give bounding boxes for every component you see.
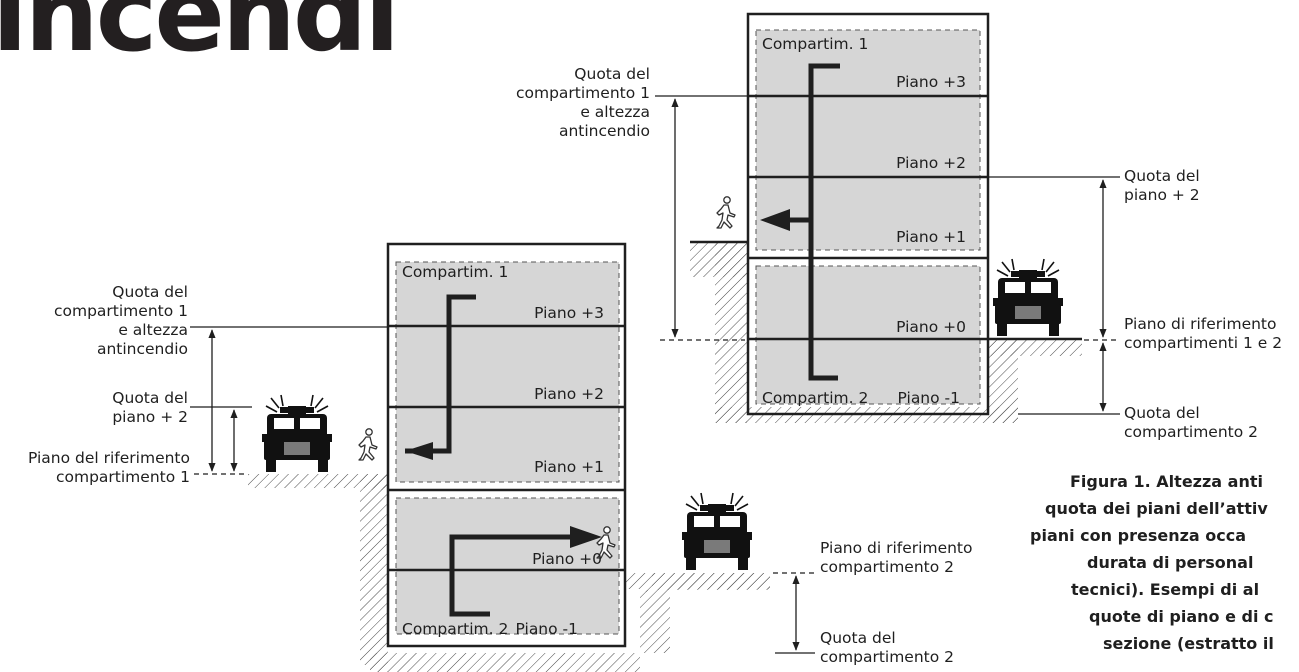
- svg-text:e altezza: e altezza: [580, 103, 650, 121]
- right-person-icon: [716, 196, 736, 229]
- left-person-icon-upper: [358, 428, 378, 461]
- left-floor-1: Piano +1: [534, 458, 604, 476]
- left-fire-truck-icon-lower: [681, 492, 753, 571]
- left-dimensions: [190, 326, 815, 654]
- svg-text:compartimenti 1 e 2: compartimenti 1 e 2: [1124, 334, 1282, 352]
- svg-text:compartimento 2: compartimento 2: [820, 558, 954, 576]
- svg-text:antincendio: antincendio: [97, 340, 188, 358]
- right-floor-3: Piano +3: [896, 73, 966, 91]
- left-compartment-1: [395, 261, 620, 483]
- right-fire-truck-icon: [992, 258, 1064, 337]
- svg-text:Quota del: Quota del: [112, 389, 188, 407]
- left-labels: Compartim. 1 Piano +3 Piano +2 Piano +1 …: [28, 263, 973, 666]
- right-dimensions: [655, 95, 1120, 415]
- left-floor-m1: Piano -1: [516, 620, 579, 638]
- svg-text:compartimento 1: compartimento 1: [516, 84, 650, 102]
- svg-text:piano + 2: piano + 2: [112, 408, 188, 426]
- right-floor-m1: Piano -1: [898, 389, 961, 407]
- figure-caption: Figura 1. Altezza anti quota dei piani d…: [1030, 472, 1274, 653]
- svg-text:Figura 1. Altezza anti: Figura 1. Altezza anti: [1070, 472, 1263, 491]
- left-floor-2: Piano +2: [534, 385, 604, 403]
- svg-text:compartimento 2: compartimento 2: [820, 648, 954, 666]
- right-compartment-2: [755, 265, 981, 405]
- right-compart2-label: Compartim. 2: [762, 389, 868, 407]
- left-floor-0: Piano +0: [532, 550, 602, 568]
- right-building-outline: [746, 12, 990, 416]
- svg-text:sezione (estratto il: sezione (estratto il: [1103, 634, 1274, 653]
- left-fire-truck-icon-upper: [261, 394, 333, 473]
- svg-text:quote di piano e di c: quote di piano e di c: [1089, 607, 1274, 626]
- right-floor-2: Piano +2: [896, 154, 966, 172]
- svg-text:antincendio: antincendio: [559, 122, 650, 140]
- right-floor-0: Piano +0: [896, 318, 966, 336]
- page-title: incendi: [0, 0, 400, 75]
- svg-text:Quota del: Quota del: [574, 65, 650, 83]
- svg-text:Quota del: Quota del: [112, 283, 188, 301]
- svg-text:durata di personal: durata di personal: [1087, 553, 1253, 572]
- svg-text:Quota del: Quota del: [1124, 167, 1200, 185]
- right-compart1-label: Compartim. 1: [762, 35, 868, 53]
- svg-text:Piano di riferimento: Piano di riferimento: [820, 539, 973, 557]
- left-floor-3: Piano +3: [534, 304, 604, 322]
- svg-text:Piano del riferimento: Piano del riferimento: [28, 449, 190, 467]
- svg-text:e altezza: e altezza: [118, 321, 188, 339]
- right-building: [690, 12, 1082, 423]
- left-building-outline: [386, 242, 627, 648]
- left-compartment-2: [395, 497, 620, 635]
- right-labels: Compartim. 1 Piano +3 Piano +2 Piano +1 …: [516, 35, 1282, 441]
- left-compart1-label: Compartim. 1: [402, 263, 508, 281]
- left-compart2-label: Compartim. 2: [402, 620, 508, 638]
- svg-text:Piano di riferimento: Piano di riferimento: [1124, 315, 1277, 333]
- svg-text:piano + 2: piano + 2: [1124, 186, 1200, 204]
- svg-text:compartimento 1: compartimento 1: [56, 468, 190, 486]
- svg-text:piani con presenza occa: piani con presenza occa: [1030, 526, 1246, 545]
- left-escape-route-2: [449, 534, 570, 617]
- right-compartment-1: [755, 29, 981, 251]
- svg-text:Quota del: Quota del: [820, 629, 896, 647]
- svg-text:compartimento 2: compartimento 2: [1124, 423, 1258, 441]
- svg-text:tecnici). Esempi di al: tecnici). Esempi di al: [1071, 580, 1259, 599]
- svg-text:compartimento 1: compartimento 1: [54, 302, 188, 320]
- svg-text:quota dei piani dell’attiv: quota dei piani dell’attiv: [1045, 499, 1268, 518]
- right-floor-1: Piano +1: [896, 228, 966, 246]
- left-building: [245, 242, 770, 672]
- svg-text:Quota del: Quota del: [1124, 404, 1200, 422]
